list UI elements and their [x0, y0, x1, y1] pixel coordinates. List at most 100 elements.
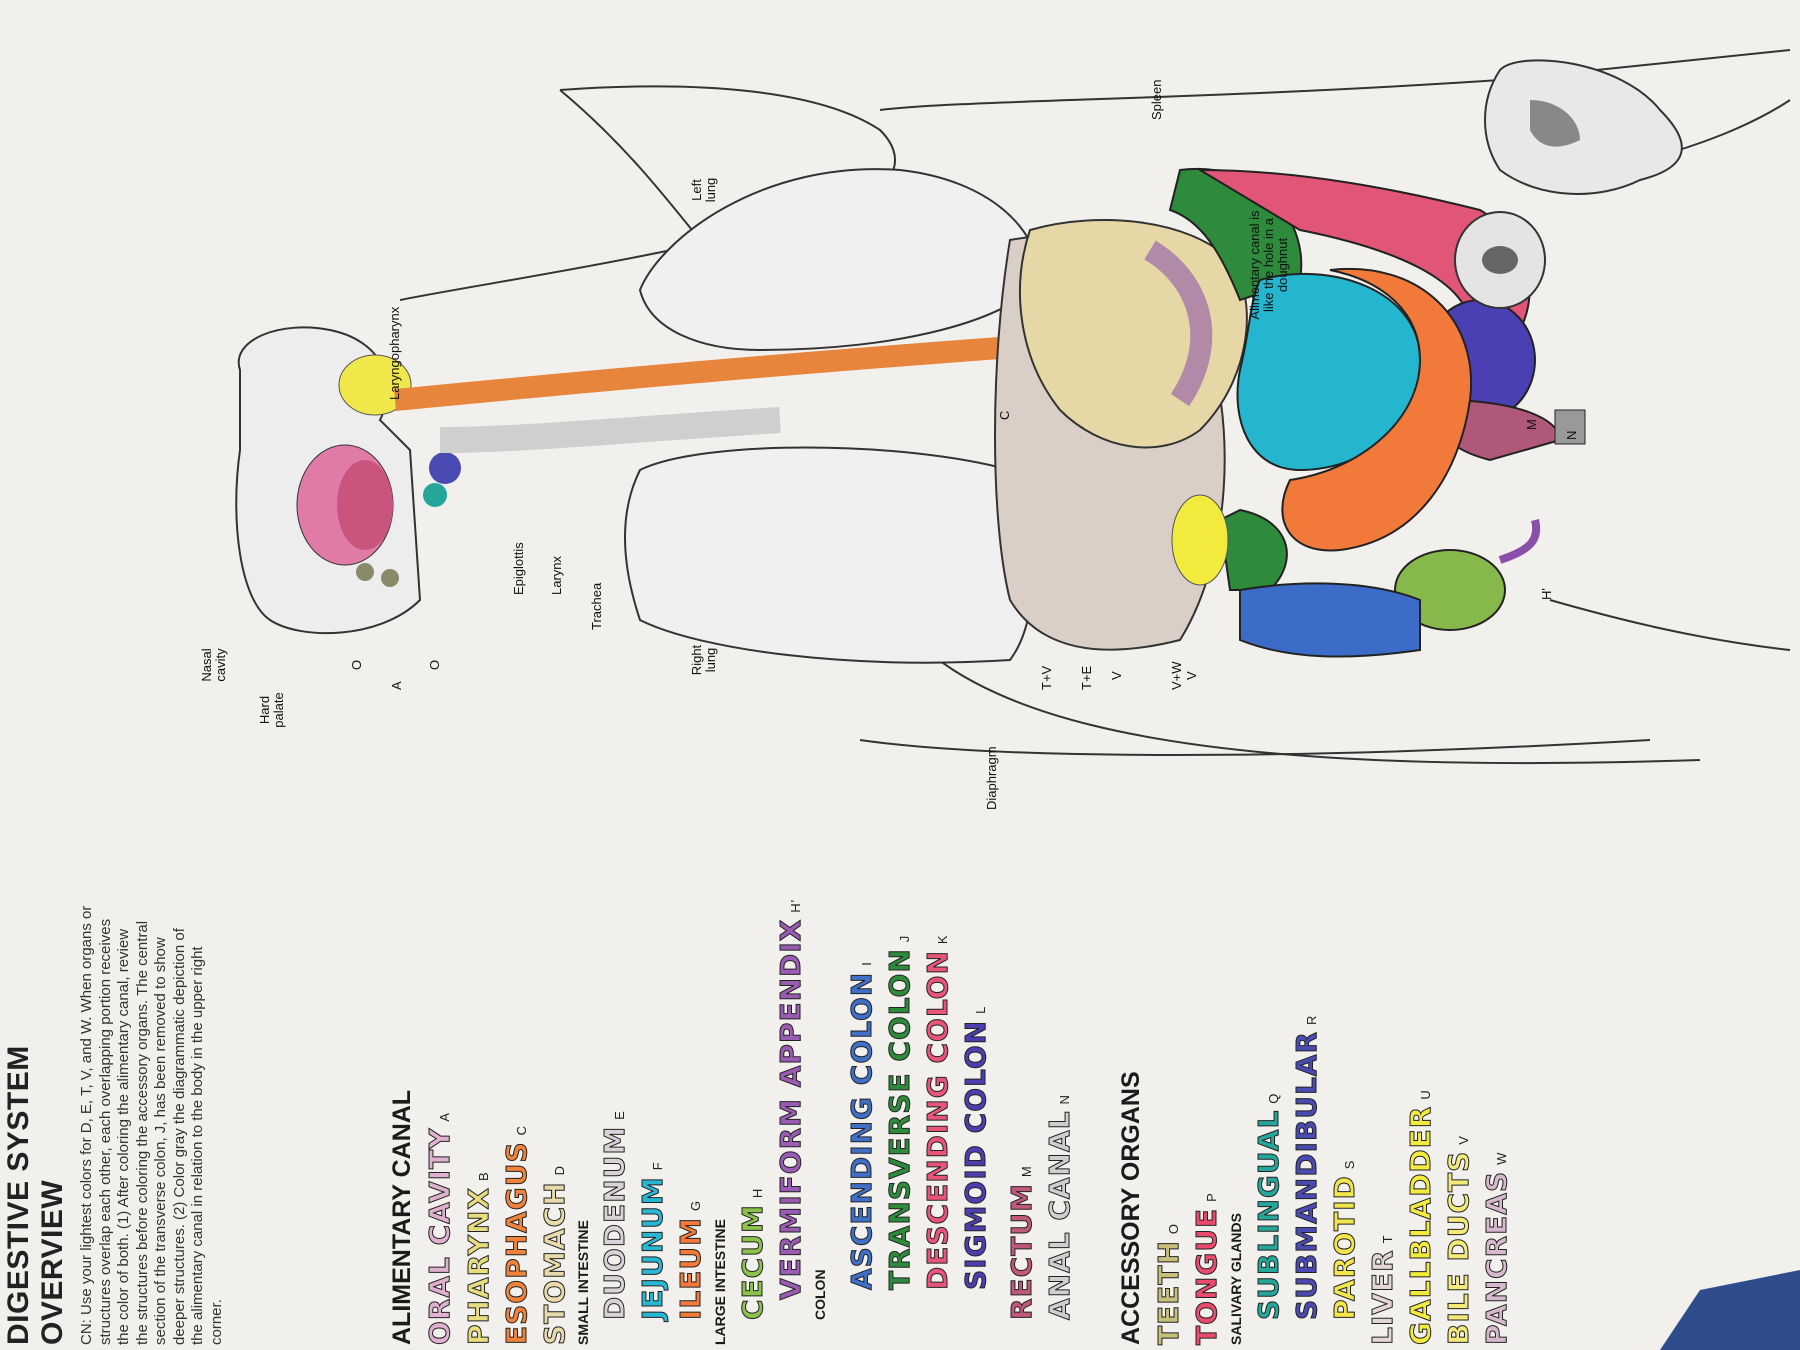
term-letter: N — [1057, 1094, 1072, 1105]
term-letter: K — [935, 934, 950, 945]
term-text: BILE DUCTS — [1442, 1150, 1476, 1345]
term-letter: C — [514, 1125, 529, 1136]
term-letter: F — [650, 1161, 665, 1171]
large-intestine-heading: LARGE INTESTINE — [712, 1218, 728, 1345]
term-text: PAROTID — [1328, 1175, 1362, 1321]
right-lung — [624, 446, 1034, 664]
head-illustration — [235, 326, 461, 635]
term-text: VERMIFORM APPENDIX — [774, 918, 808, 1300]
label-v-2: V — [1184, 671, 1199, 680]
label-t-plus-v: T+V — [1039, 665, 1054, 690]
term-letter: G — [688, 1199, 703, 1211]
term-text: TRANSVERSE COLON — [883, 948, 917, 1291]
term-letter: I — [859, 961, 874, 966]
term-text: DESCENDING COLON — [921, 950, 955, 1291]
label-c: C — [997, 410, 1012, 420]
term-letter: Q — [1266, 1092, 1281, 1104]
label-right-lung: Right lung — [689, 644, 718, 676]
term-jejunum: JEJUNUM F — [636, 1161, 670, 1321]
term-text: SIGMOID COLON — [959, 1019, 993, 1290]
term-text: ANAL CANAL — [1043, 1110, 1077, 1321]
term-text: TONGUE — [1190, 1207, 1224, 1345]
term-letter: P — [1204, 1192, 1219, 1202]
label-m: M — [1524, 419, 1539, 430]
term-text: ESOPHAGUS — [500, 1141, 534, 1346]
instructions-text: CN: Use your lightest colors for D, E, T… — [78, 905, 225, 1345]
label-epiglottis: Epiglottis — [511, 542, 526, 595]
label-n: N — [1564, 430, 1579, 440]
accessory-organs-heading: ACCESSORY ORGANS — [1117, 1071, 1145, 1345]
term-text: LIVER — [1366, 1249, 1400, 1346]
label-o-1: O — [349, 659, 364, 670]
appendix — [1498, 519, 1541, 564]
term-sigmoid-colon: SIGMOID COLON L — [959, 1005, 993, 1291]
term-text: PANCREAS — [1480, 1170, 1514, 1345]
cecum — [1394, 549, 1506, 631]
trachea-illustration — [439, 407, 781, 453]
label-h-prime: H' — [1539, 588, 1554, 600]
term-oral-cavity: ORAL CAVITY A — [423, 1111, 457, 1346]
term-transverse-colon: TRANSVERSE COLON J — [883, 934, 917, 1291]
term-text: ORAL CAVITY — [423, 1127, 457, 1345]
label-v-1: V — [1109, 671, 1124, 680]
term-parotid: PAROTID S — [1328, 1159, 1362, 1321]
label-trachea: Trachea — [589, 582, 604, 630]
term-rectum: RECTUMM — [1005, 1165, 1039, 1321]
term-letter: B — [476, 1171, 491, 1182]
term-text: CECUM — [736, 1204, 770, 1321]
label-hard-palate: Hard palate — [257, 692, 286, 728]
term-text: GALLBLADDER — [1404, 1105, 1438, 1345]
term-letter: A — [437, 1111, 452, 1122]
term-text: JEJUNUM — [636, 1176, 670, 1321]
label-nasal-cavity: Nasal cavity — [199, 648, 228, 682]
term-pharynx: PHARYNXB — [462, 1171, 496, 1345]
term-esophagus: ESOPHAGUS C — [500, 1125, 534, 1346]
term-duodenum: DUODENUME — [598, 1110, 632, 1320]
term-letter: V — [1456, 1135, 1471, 1145]
term-letter: J — [897, 934, 912, 943]
term-ileum: ILEUM G — [674, 1199, 708, 1321]
term-submandibular: SUBMANDIBULAR R — [1290, 1014, 1324, 1321]
term-letter: R — [1304, 1014, 1319, 1025]
page-title-line1: DIGESTIVE SYSTEM — [2, 1045, 35, 1345]
label-spleen: Spleen — [1149, 79, 1164, 120]
term-text: ILEUM — [674, 1217, 708, 1321]
label-laryngopharynx: Laryngopharynx — [387, 306, 402, 400]
label-a: A — [389, 681, 404, 690]
term-text: SUBLINGUAL — [1252, 1109, 1286, 1320]
term-letter: L — [973, 1005, 988, 1014]
colon-heading: COLON — [812, 1269, 828, 1320]
term-text: TEETH — [1152, 1240, 1186, 1346]
term-anal-canal: ANAL CANAL N — [1043, 1094, 1077, 1321]
term-tongue: TONGUE P — [1190, 1192, 1224, 1345]
anal-canal — [1554, 409, 1586, 445]
label-larynx: Larynx — [549, 555, 564, 595]
term-pancreas: PANCREASW — [1480, 1152, 1514, 1346]
term-letter: D — [552, 1165, 567, 1176]
label-diaphragm: Diaphragm — [984, 746, 999, 810]
term-letter: U — [1418, 1089, 1433, 1100]
label-left-lung: Left lung — [689, 177, 718, 203]
term-ascending-colon: ASCENDING COLON I — [845, 961, 879, 1290]
term-text: ASCENDING COLON — [845, 971, 879, 1290]
term-gallbladder: GALLBLADDER U — [1404, 1089, 1438, 1345]
salivary-glands-heading: SALIVARY GLANDS — [1228, 1213, 1244, 1345]
label-o-2: O — [427, 659, 442, 670]
term-text: RECTUM — [1005, 1183, 1039, 1321]
alimentary-canal-heading: ALIMENTARY CANAL — [388, 1089, 416, 1345]
esophagus-illustration — [393, 334, 1041, 411]
term-text: SUBMANDIBULAR — [1290, 1030, 1324, 1320]
ileum — [1281, 267, 1473, 552]
label-doughnut-caption: Alimentary canal is like the hole in a d… — [1247, 210, 1290, 320]
term-liver: LIVER T — [1366, 1234, 1400, 1346]
term-text: DUODENUM — [598, 1125, 632, 1320]
term-vermiform-appendix: VERMIFORM APPENDIXH' — [774, 899, 808, 1301]
term-letter: T — [1380, 1234, 1395, 1244]
jejunum — [1236, 272, 1422, 472]
term-descending-colon: DESCENDING COLON K — [921, 934, 955, 1291]
term-letter: S — [1342, 1159, 1357, 1170]
term-teeth: TEETHO — [1152, 1223, 1186, 1346]
label-t-plus-e: T+E — [1079, 665, 1094, 690]
gallbladder — [1171, 494, 1229, 586]
